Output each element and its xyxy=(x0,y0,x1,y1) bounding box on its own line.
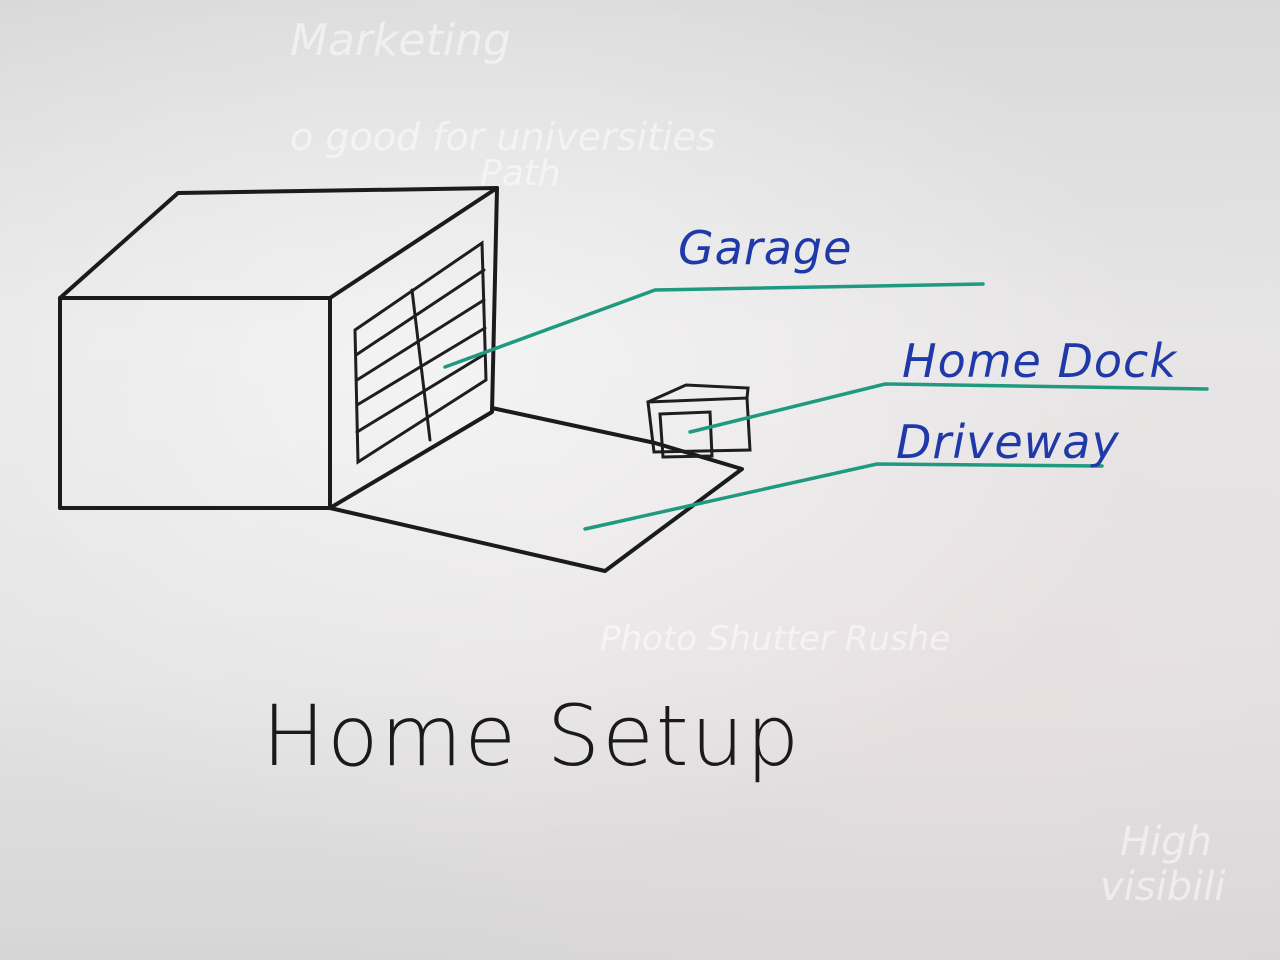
garage-drawing xyxy=(58,186,499,510)
driveway-leader-line xyxy=(583,462,1104,531)
home-dock-drawing xyxy=(646,383,752,459)
svg-text:Photo Shutter Rushe: Photo Shutter Rushe xyxy=(600,619,950,659)
home-dock-leader-line xyxy=(688,382,1209,434)
driveway-drawing xyxy=(328,406,744,573)
driveway-label: Driveway xyxy=(896,415,1120,469)
svg-text:High: High xyxy=(1120,819,1212,865)
erased-ghost-writing: Marketing o good for universities Path v… xyxy=(290,15,1225,910)
svg-text:visibili: visibili xyxy=(1100,864,1225,910)
garage-label: Garage xyxy=(678,221,852,275)
leader-lines xyxy=(443,282,1209,531)
home-dock-label: Home Dock xyxy=(902,334,1178,388)
garage-leader-line xyxy=(443,282,985,369)
svg-text:Marketing: Marketing xyxy=(290,15,511,66)
svg-text:o good for universities: o good for universities xyxy=(290,115,716,159)
diagram-title: Home Setup xyxy=(262,687,801,785)
